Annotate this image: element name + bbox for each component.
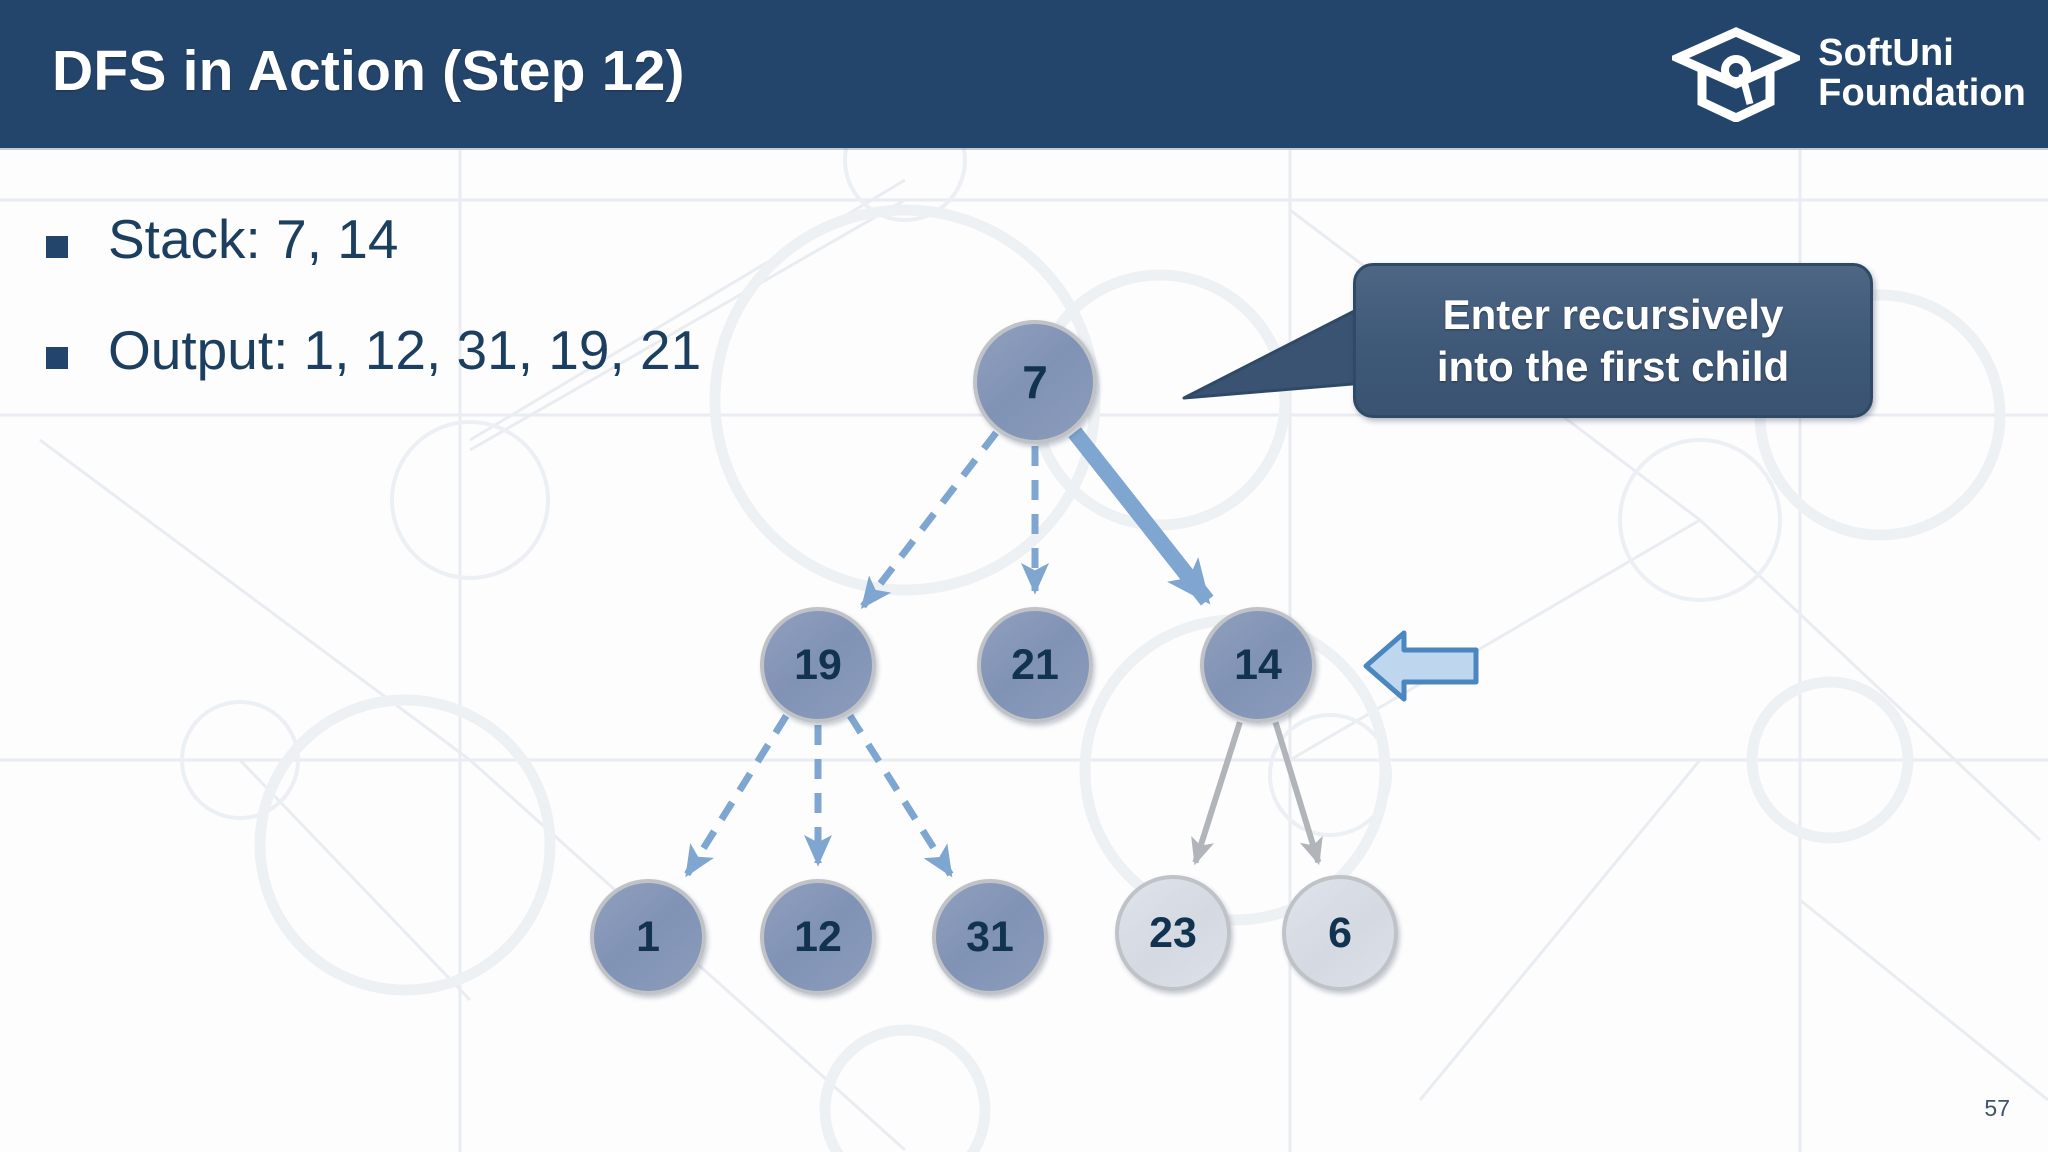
tree-node-19: 19 [760, 607, 876, 723]
tree-node-14: 14 [1200, 607, 1316, 723]
tree-edge [1068, 427, 1214, 606]
tree-edge [860, 430, 999, 610]
tree-edge [1191, 721, 1243, 866]
logo-line-1: SoftUni [1818, 32, 1954, 75]
tree-node-7: 7 [973, 320, 1097, 444]
page-number: 57 [1984, 1095, 2010, 1121]
square-bullet-icon [46, 236, 68, 258]
tree-node-21: 21 [977, 607, 1093, 723]
graduation-cap-icon [1672, 27, 1801, 122]
tree-edge [1272, 721, 1323, 866]
tree-node-12: 12 [760, 879, 876, 995]
bullet-list: Stack: 7, 14 Output: 1, 12, 31, 19, 21 [46, 208, 946, 433]
callout-line-1: Enter recursively [1442, 291, 1784, 339]
tree-edge [684, 714, 790, 878]
logo-line-2: Foundation [1818, 72, 2026, 114]
left-block-arrow-icon [1363, 630, 1479, 702]
slide-header-bar: DFS in Action (Step 12) SoftUni Foundati… [0, 0, 2048, 148]
callout-tail-icon [1182, 298, 1378, 400]
square-bullet-icon [46, 347, 68, 370]
callout-line-2: into the first child [1436, 342, 1790, 390]
tree-node-31: 31 [932, 879, 1048, 995]
callout-bubble: Enter recursively into the first child [1353, 263, 1873, 418]
tree-edge [847, 713, 954, 878]
tree-node-1: 1 [590, 879, 706, 995]
list-item: Stack: 7, 14 [46, 208, 946, 270]
page-title: DFS in Action (Step 12) [52, 39, 685, 103]
softuni-foundation-logo: SoftUni Foundation [1672, 26, 2026, 122]
output-line: Output: 1, 12, 31, 19, 21 [108, 319, 702, 382]
list-item: Output: 1, 12, 31, 19, 21 [46, 319, 946, 382]
stack-line: Stack: 7, 14 [108, 208, 399, 270]
tree-node-23: 23 [1115, 875, 1231, 991]
tree-node-6: 6 [1282, 875, 1398, 991]
